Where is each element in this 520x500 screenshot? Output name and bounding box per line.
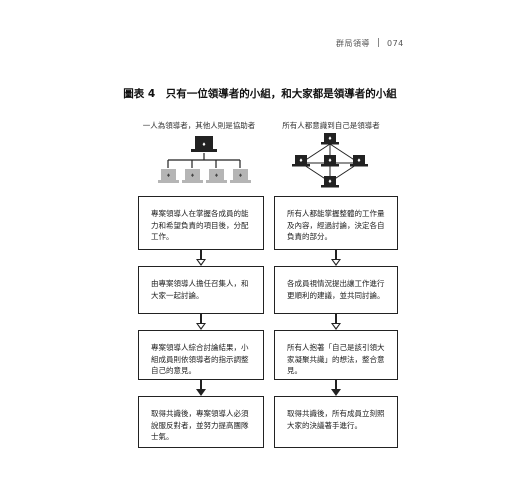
flow-arrow <box>331 250 341 266</box>
svg-text:♦: ♦ <box>328 158 332 164</box>
flow-arrow <box>331 380 341 396</box>
right-step-box: 所有人都能掌握整體的工作量及內容，經過討論，決定各自負責的部分。 <box>274 196 398 250</box>
svg-text:♦: ♦ <box>202 142 206 148</box>
shared-leadership-diagram: ♦ ♦ ♦ ♦ ♦ <box>292 133 368 188</box>
left-step-box: 專案領導人綜合討論結果，小組成員則依領導者的指示調整自己的意見。 <box>138 330 264 380</box>
page-header: 群局領導 074 <box>336 38 404 49</box>
flow-arrow <box>196 314 206 330</box>
right-step-box: 取得共識後，所有成員立刻照大家的決議著手進行。 <box>274 396 398 448</box>
header-section: 群局領導 <box>336 39 370 48</box>
leader-laptop-icon: ♦ <box>321 176 339 188</box>
svg-text:♦: ♦ <box>357 158 361 164</box>
flow-arrow <box>331 314 341 330</box>
page-number: 074 <box>387 39 404 48</box>
leader-laptop-icon: ♦ <box>321 133 339 145</box>
leader-laptop-icon: ♦ <box>292 155 310 167</box>
leader-laptop-icon: ♦ <box>321 155 339 167</box>
svg-text:♦: ♦ <box>190 173 194 179</box>
left-step-box: 由專案領導人擔任召集人，和大家一起討論。 <box>138 266 264 314</box>
left-step-box: 取得共識後，專案領導人必須說服反對者，並努力提高團隊士氣。 <box>138 396 264 448</box>
header-separator <box>378 38 379 47</box>
leader-laptop-icon: ♦ <box>191 136 217 152</box>
right-column-label: 所有人都意識到自己是領導者 <box>282 121 380 130</box>
flow-arrow <box>196 250 206 266</box>
left-column-label: 一人為領導者，其他人則是協助者 <box>142 121 256 130</box>
member-laptop-icon: ♦ <box>206 169 227 183</box>
svg-text:♦: ♦ <box>328 136 332 142</box>
member-laptop-icon: ♦ <box>230 169 251 183</box>
figure-title: 圖表 4 只有一位領導者的小組，和大家都是領導者的小組 <box>123 88 397 100</box>
svg-text:♦: ♦ <box>299 158 303 164</box>
svg-text:♦: ♦ <box>214 173 218 179</box>
svg-text:♦: ♦ <box>328 179 332 185</box>
flow-arrow <box>196 380 206 396</box>
left-step-box: 專案領導人在掌握各成員的能力和希望負責的項目後，分配工作。 <box>138 196 264 250</box>
member-laptop-icon: ♦ <box>158 169 179 183</box>
member-laptop-icon: ♦ <box>182 169 203 183</box>
right-step-box: 所有人抱著「自己是該引領大家凝聚共識」的想法，整合意見。 <box>274 330 398 380</box>
leader-laptop-icon: ♦ <box>350 155 368 167</box>
svg-text:♦: ♦ <box>238 173 242 179</box>
svg-text:♦: ♦ <box>166 173 170 179</box>
right-step-box: 各成員視情況提出讓工作進行更順利的建議，並共同討論。 <box>274 266 398 314</box>
single-leader-diagram: ♦ ♦ ♦ ♦ ♦ <box>158 136 251 183</box>
